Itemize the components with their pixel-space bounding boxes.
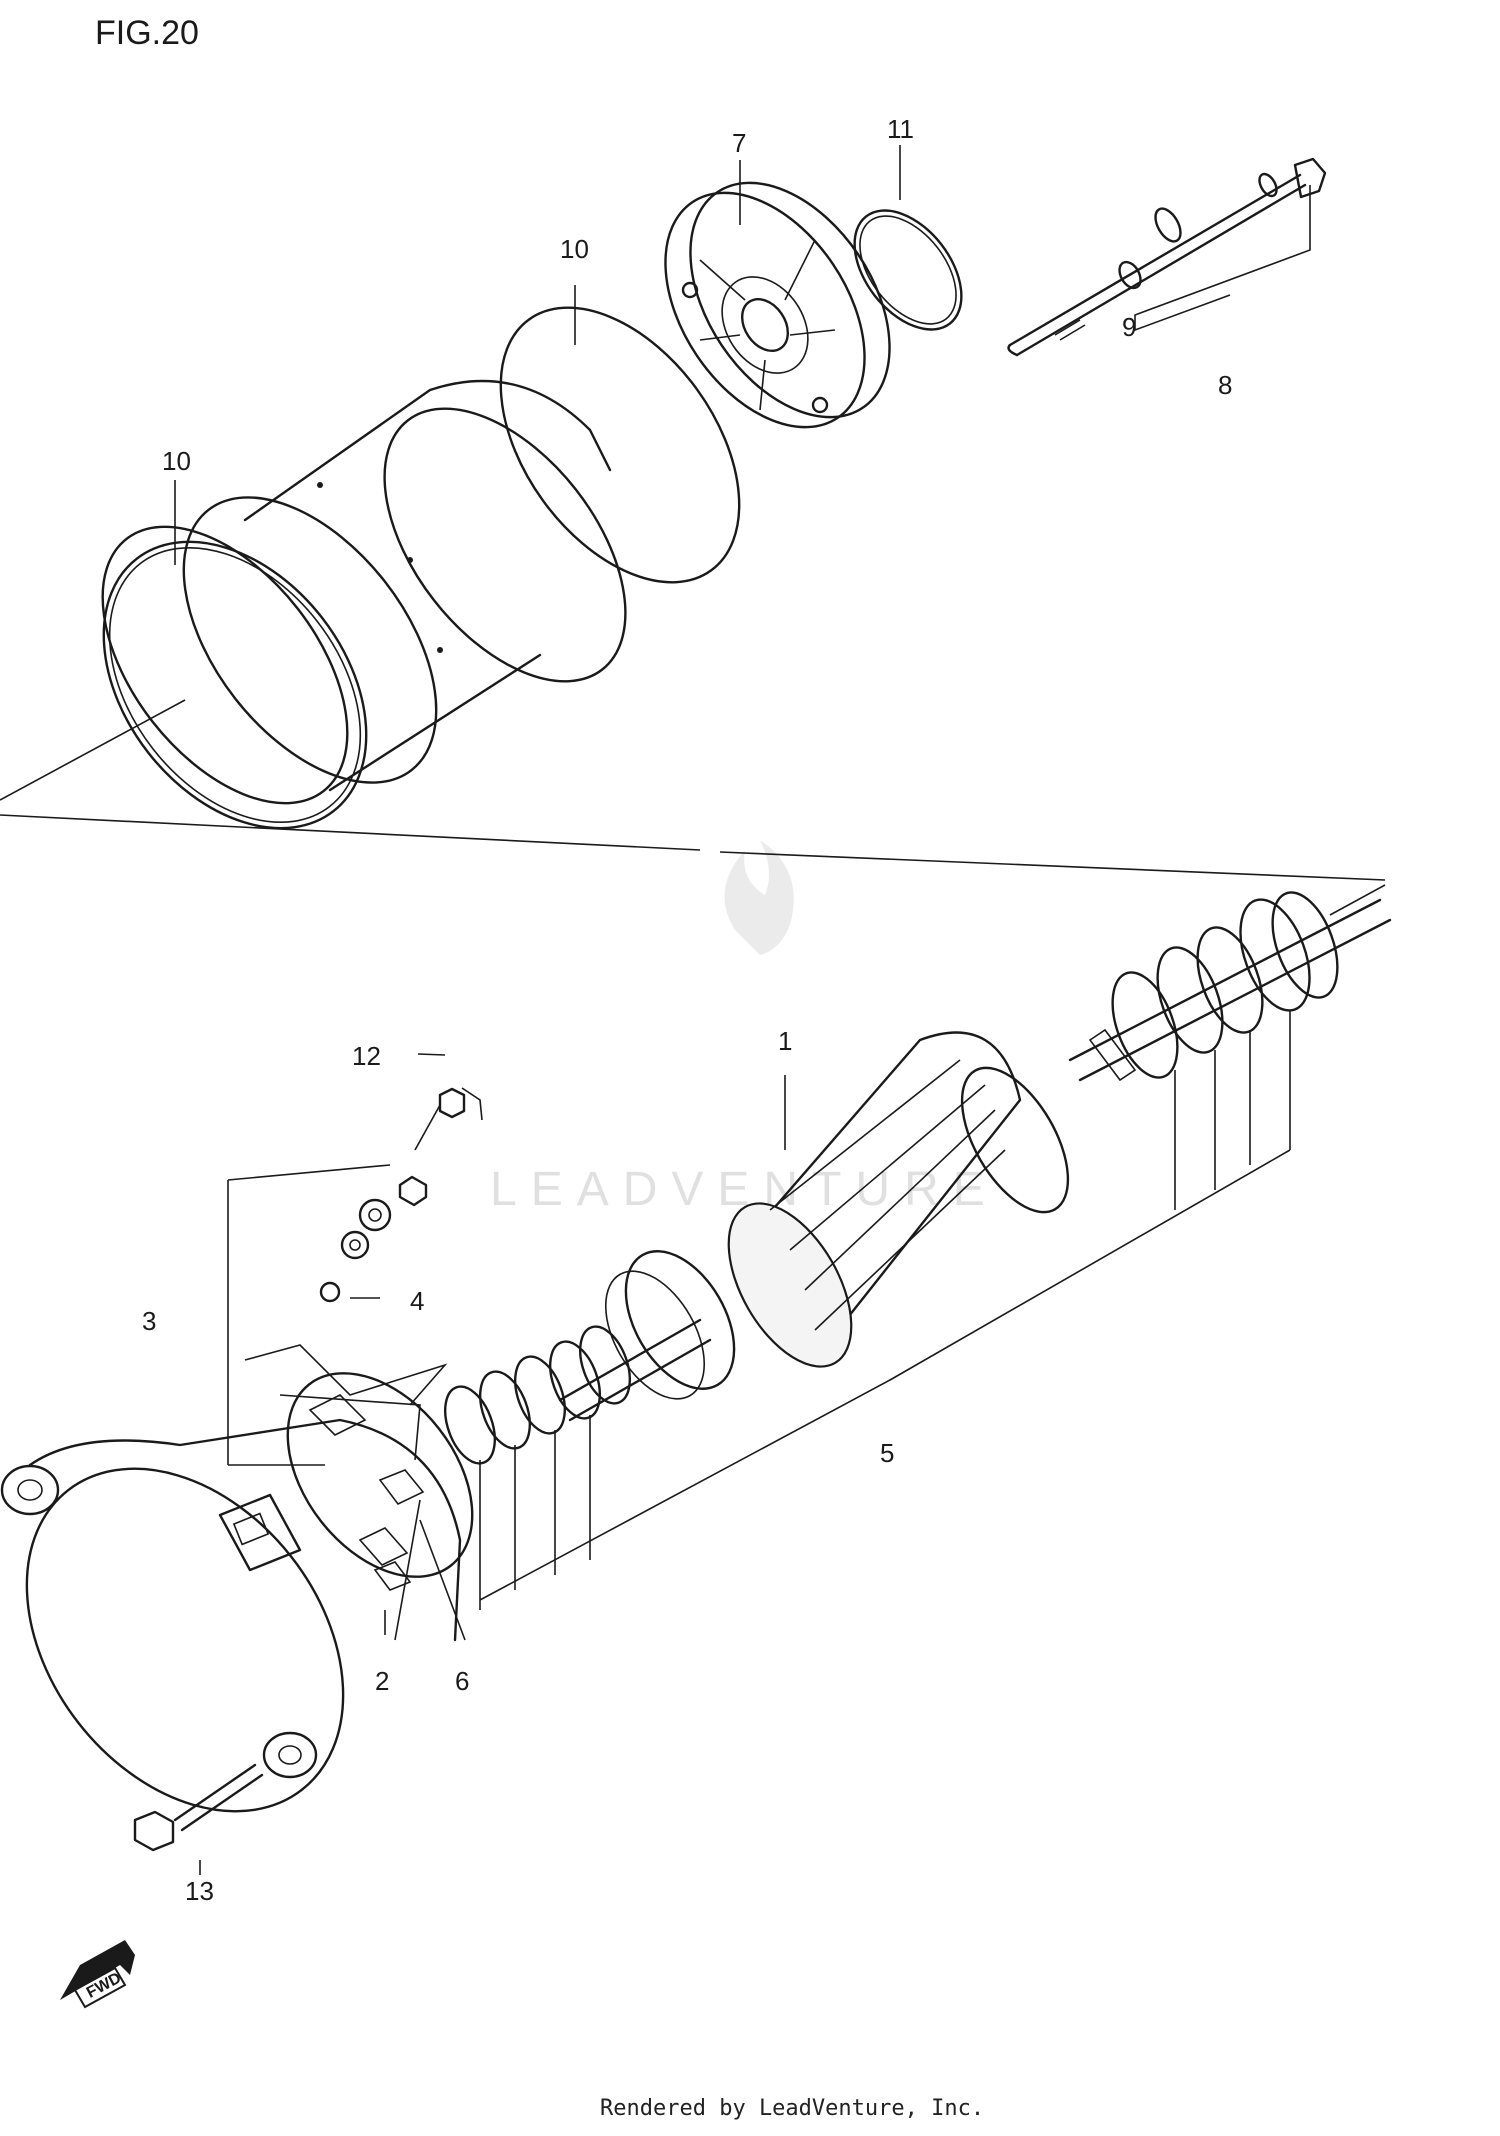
- watermark: LEADVENTURE: [490, 840, 999, 1216]
- callout-labels: 10 10 7 11 9 8 12 1 4 3 5 2 6 13: [142, 114, 1232, 1906]
- callout-9-washer: 9: [1122, 312, 1136, 342]
- watermark-text: LEADVENTURE: [490, 1163, 999, 1216]
- thrust-washers-rear: [1111, 891, 1339, 1210]
- forward-direction-badge: FWD: [60, 1940, 135, 2009]
- callout-6-brush: 6: [455, 1666, 469, 1696]
- assembly-axis-lines: [0, 699, 1386, 916]
- callout-3-terminal-set: 3: [142, 1306, 156, 1336]
- callout-10-rear-oring: 10: [560, 234, 589, 264]
- mounting-bolt: [133, 1763, 264, 1852]
- armature: [558, 898, 1392, 1422]
- o-ring-housing-front: [102, 540, 368, 830]
- o-ring-housing-rear: [499, 306, 741, 584]
- footer-credit: Rendered by LeadVenture, Inc.: [600, 2096, 984, 2121]
- callout-5-washer-set: 5: [880, 1438, 894, 1468]
- callout-8-through-bolt: 8: [1218, 370, 1232, 400]
- callout-1-armature: 1: [778, 1026, 792, 1056]
- callout-11-oring: 11: [887, 114, 914, 144]
- front-housing-bracket: [0, 1372, 474, 1813]
- thrust-washers-front: [444, 1325, 631, 1600]
- figure-title: FIG.20: [95, 14, 199, 52]
- callout-2-brush-holder: 2: [375, 1666, 389, 1696]
- leader-lines: [174, 145, 1311, 1875]
- rear-end-cover: [664, 181, 891, 429]
- callout-13-bolt: 13: [185, 1876, 214, 1906]
- through-bolt-set: [1007, 157, 1327, 357]
- o-ring-end-cover: [853, 209, 963, 331]
- callout-12-nut: 12: [352, 1041, 381, 1071]
- starter-yoke-housing: [101, 379, 627, 805]
- callout-7-end-cover: 7: [732, 128, 746, 158]
- callout-4-oring: 4: [410, 1286, 424, 1316]
- callout-10-housing-oring: 10: [162, 446, 191, 476]
- brush-holder-parts: [244, 1087, 483, 1406]
